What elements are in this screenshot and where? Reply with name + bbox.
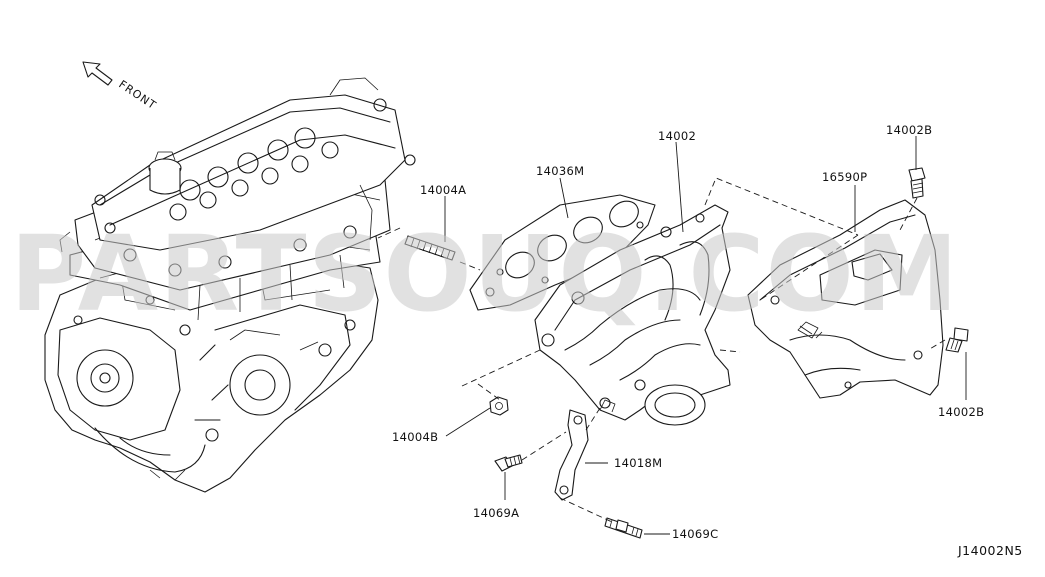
- bolt-14002b-top-icon: [908, 167, 926, 199]
- exhaust-manifold-14002-icon: [534, 204, 731, 426]
- part-label-14018m[interactable]: 14018M: [614, 456, 662, 470]
- bracket-14018m-icon: [554, 409, 589, 501]
- bolt-14069a-icon: [494, 454, 523, 472]
- nut-14004b-icon: [489, 396, 509, 416]
- assembly-lines: [377, 177, 946, 523]
- leader-lines: [444, 136, 967, 535]
- part-label-14036m[interactable]: 14036M: [536, 164, 584, 178]
- part-label-14004b[interactable]: 14004B: [392, 430, 438, 444]
- stud-14004a-icon: [404, 235, 456, 261]
- front-arrow-icon: [82, 61, 113, 86]
- part-label-16590p[interactable]: 16590P: [822, 170, 867, 184]
- part-label-14002[interactable]: 14002: [658, 129, 696, 143]
- engine-assembly: [44, 77, 416, 493]
- diagram-code: J14002N5: [957, 543, 1023, 558]
- gasket-14036m-icon: [469, 194, 656, 311]
- bolt-14002b-right-icon: [945, 327, 969, 353]
- heat-shield-16590p-icon: [747, 199, 944, 399]
- part-label-14069a[interactable]: 14069A: [473, 506, 519, 520]
- watermark: PARTSOUQ.COM: [10, 213, 959, 335]
- part-label-14002b-right[interactable]: 14002B: [938, 405, 984, 419]
- part-label-14069c[interactable]: 14069C: [672, 527, 718, 541]
- part-label-14004a[interactable]: 14004A: [420, 183, 466, 197]
- front-label: FRONT: [116, 78, 159, 113]
- stud-14069c-icon: [604, 517, 643, 539]
- part-label-14002b-top[interactable]: 14002B: [886, 123, 932, 137]
